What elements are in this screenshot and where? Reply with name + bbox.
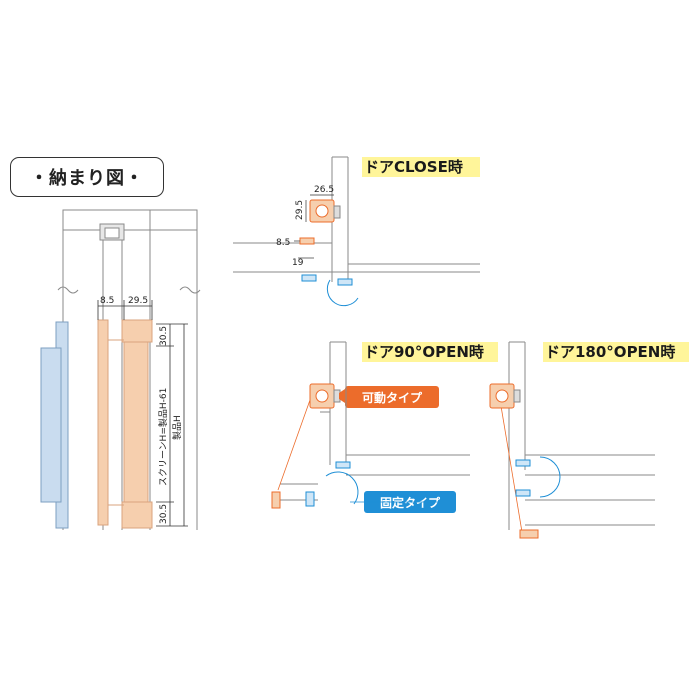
dim-product-h: 製品H	[171, 415, 183, 440]
screen-side-bar	[97, 319, 109, 526]
close-dim-8-5: 8.5	[276, 238, 290, 248]
heading-door-open-180: ドア180°OPEN時	[545, 343, 676, 361]
dim-screen-h: スクリーンH=製品H-61	[157, 388, 169, 486]
dim-30-5-top: 30.5	[159, 326, 169, 346]
open90-view	[277, 341, 470, 505]
o90-hinge-arc	[325, 471, 359, 505]
top-frame	[62, 209, 198, 231]
close-hinge-arc	[326, 279, 359, 307]
screen-top-box	[121, 319, 153, 343]
heading-highlight-open180	[543, 342, 689, 362]
o90-blue-piece-1	[335, 461, 351, 469]
top-rail-inner	[104, 227, 120, 239]
dim-30-5-bottom: 30.5	[159, 504, 169, 524]
heading-highlight-close	[362, 157, 480, 177]
open180-units	[489, 383, 539, 539]
heading-door-open-90: ドア90°OPEN時	[364, 343, 484, 361]
close-dim-19: 19	[292, 258, 304, 268]
o180-blue-piece-2	[515, 489, 531, 497]
close-roller-icon	[315, 204, 329, 218]
heading-highlight-open90	[362, 342, 498, 362]
close-dimensions	[294, 194, 334, 259]
o180-roller-icon	[495, 389, 509, 403]
o90-blue-piece-2	[305, 491, 315, 507]
heading-door-close: ドアCLOSE時	[364, 158, 463, 176]
dim-29-5: 29.5	[128, 296, 148, 306]
break-mark-left	[57, 286, 79, 294]
o180-blue-piece-1	[515, 459, 531, 467]
screen-mesh	[123, 341, 149, 503]
tag-movable-type: 可動タイプ	[345, 386, 439, 408]
o180-cord-line	[499, 399, 523, 533]
open90-units	[271, 383, 351, 509]
dim-8-5: 8.5	[100, 296, 114, 306]
door-panel	[40, 321, 69, 529]
o90-tag-pointer	[339, 389, 345, 403]
screen-bottom-box	[121, 501, 153, 529]
close-view	[233, 156, 480, 307]
door-handle-plate	[40, 347, 62, 503]
o180-hinge-arc	[539, 456, 561, 498]
close-bracket	[333, 205, 341, 219]
close-blue-piece-1	[301, 274, 317, 282]
diagram-title: ・納まり図・	[10, 157, 164, 197]
break-mark-right	[179, 286, 201, 294]
close-dim-29-5: 29.5	[295, 200, 305, 220]
close-blue-piece-2	[337, 278, 353, 286]
o180-bracket	[513, 389, 521, 403]
o180-bottom-piece	[519, 529, 539, 539]
elevation-dimensions	[97, 300, 188, 527]
screen-unit	[97, 319, 153, 529]
o90-roller-icon	[315, 389, 329, 403]
o90-bottom-piece	[271, 491, 281, 509]
close-bottom-piece	[299, 237, 315, 245]
close-orange-unit	[299, 199, 353, 286]
close-dim-26-5: 26.5	[314, 185, 334, 195]
open180-view	[499, 341, 655, 533]
o90-cord-line	[277, 399, 311, 491]
